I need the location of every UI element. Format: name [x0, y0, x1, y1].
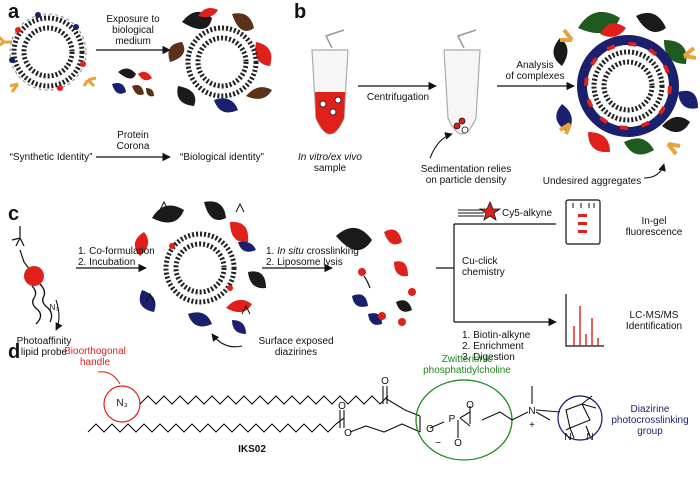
- cy5-alkyne-label: Cy5-alkyne: [502, 208, 553, 219]
- atom-o-phosphate-2: O: [466, 400, 474, 411]
- protein-corona-liposome: [168, 8, 272, 113]
- centrifugation-label: Centrifugation: [366, 92, 430, 103]
- workflow-line-2: 2. Enrichment: [462, 341, 524, 352]
- exposure-line-1: Exposure to: [106, 14, 160, 25]
- crosslinking-label: 1. In situ crosslinking 2. Liposome lysi…: [266, 246, 359, 268]
- synthetic-liposome: [0, 12, 97, 93]
- analysis-line-1: Analysis: [516, 60, 554, 71]
- diazirines-line-1: Surface exposed: [258, 336, 334, 347]
- atom-o-ester-2: O: [338, 401, 346, 412]
- probe-line-1: Photoaffinity: [16, 336, 72, 347]
- charge-minus: −: [435, 438, 441, 449]
- workflow-line-1: 1. Biotin-alkyne: [462, 330, 531, 341]
- probe-line-2: lipid probe: [20, 347, 68, 358]
- corona-complex: [553, 11, 698, 156]
- tube-centrifuged: [443, 29, 481, 135]
- zwitterionic-label: Zwitterionic phosphatidylcholine: [412, 354, 522, 376]
- biological-identity-label: “Biological identity”: [180, 152, 264, 163]
- workflow-steps-label: 1. Biotin-alkyne 2. Enrichment 3. Digest…: [462, 330, 542, 363]
- handle-line-2: handle: [79, 357, 111, 368]
- sample-label: In vitro/ex vivo sample: [290, 152, 370, 174]
- tube-sample: [311, 29, 349, 135]
- photoaffinity-probe: [11, 226, 63, 331]
- workflow-line-3: 3. Digestion: [462, 352, 515, 363]
- diazirines-line-2: diazirines: [274, 347, 318, 358]
- exposure-line-3: medium: [115, 36, 151, 47]
- crosslinking-italic: In situ: [277, 246, 304, 257]
- ingel-line-2: fluorescence: [625, 227, 683, 238]
- analysis-label: Analysis of complexes: [498, 60, 572, 82]
- protein-cluster-a: [112, 68, 154, 97]
- panel-d-structure: [87, 371, 603, 461]
- coformulation-line-1: 1. Co-formulation: [78, 246, 155, 257]
- crosslinked-proteins: [336, 227, 416, 326]
- cu-click-line-2: chemistry: [462, 267, 505, 278]
- sample-label-suffix: sample: [313, 163, 347, 174]
- panel-a-graphics: [0, 8, 272, 113]
- zwitterionic-line-1: Zwitterionic: [441, 354, 493, 365]
- coformulation-label: 1. Co-formulation 2. Incubation: [78, 246, 155, 268]
- panel-label-a: a: [8, 1, 20, 23]
- ms-spectrum-icon: [565, 294, 604, 347]
- alkyne-star: [458, 200, 502, 221]
- bioorthogonal-handle-label: Bioorthogonal handle: [50, 346, 140, 368]
- zwitterionic-line-2: phosphatidylcholine: [423, 365, 511, 376]
- diazirines-label: Surface exposed diazirines: [256, 336, 336, 358]
- exposure-label: Exposure to biological medium: [98, 14, 168, 47]
- protein-corona-line-1: Protein: [117, 130, 149, 141]
- sedimentation-line-2: on particle density: [425, 175, 507, 186]
- charge-plus: +: [529, 420, 535, 431]
- atom-n-diazirine-1: N: [564, 432, 572, 443]
- analysis-line-2: of complexes: [505, 71, 565, 82]
- atom-p: P: [448, 414, 456, 425]
- atom-o-phosphate-1: O: [426, 424, 434, 435]
- synthetic-identity-label: “Synthetic Identity”: [9, 152, 93, 163]
- protein-corona-label: Protein Corona: [98, 130, 168, 152]
- structure-azide-label: N₃: [116, 398, 128, 409]
- probe-liposome: [134, 200, 266, 327]
- crosslinking-prefix: 1.: [266, 246, 278, 257]
- crosslinking-suffix: crosslinking: [303, 246, 359, 257]
- panel-label-c: c: [8, 203, 20, 225]
- protein-corona-line-2: Corona: [116, 141, 150, 152]
- diazirine-line-3: group: [637, 426, 663, 437]
- lcms-label: LC-MS/MS Identification: [614, 310, 694, 332]
- sedimentation-label: Sedimentation relies on particle density: [420, 164, 512, 186]
- ingel-label: In-gel fluorescence: [614, 216, 694, 238]
- compound-name: IKS02: [238, 444, 266, 455]
- crosslinking-line-1: 1. In situ crosslinking: [266, 246, 359, 257]
- atom-o-ester-1: O: [381, 376, 389, 387]
- diazirine-group-label: Diazirine photocrosslinking group: [604, 404, 696, 437]
- panel-label-d: d: [8, 341, 21, 363]
- panel-label-b: b: [294, 1, 307, 23]
- sample-label-italic: In vitro/ex vivo: [298, 152, 362, 163]
- atom-o-ester-3: O: [344, 428, 352, 439]
- atom-n-ammonium: N: [528, 406, 536, 417]
- panel-c-graphics: [11, 199, 604, 348]
- ingel-line-1: In-gel: [641, 216, 667, 227]
- diazirine-line-1: Diazirine: [630, 404, 670, 415]
- aggregates-label: Undesired aggregates: [542, 176, 642, 187]
- sedimentation-line-1: Sedimentation relies: [420, 164, 512, 175]
- coformulation-line-2: 2. Incubation: [78, 257, 136, 268]
- lcms-line-1: LC-MS/MS: [629, 310, 679, 321]
- cu-click-label: Cu-click chemistry: [462, 256, 512, 278]
- gel-icon: [565, 199, 601, 245]
- crosslinking-line-2: 2. Liposome lysis: [266, 257, 343, 268]
- exposure-line-2: biological: [112, 25, 154, 36]
- atom-n-diazirine-2: N: [586, 432, 594, 443]
- panel-b-graphics: [311, 11, 698, 179]
- cu-click-line-1: Cu-click: [462, 256, 498, 267]
- handle-line-1: Bioorthogonal: [64, 346, 126, 357]
- lcms-line-2: Identification: [625, 321, 683, 332]
- diazirine-line-2: photocrosslinking: [611, 415, 689, 426]
- probe-label: Photoaffinity lipid probe: [2, 336, 86, 358]
- atom-o-phosphate-3: O: [454, 438, 462, 449]
- probe-azide-label: N₃: [49, 303, 59, 312]
